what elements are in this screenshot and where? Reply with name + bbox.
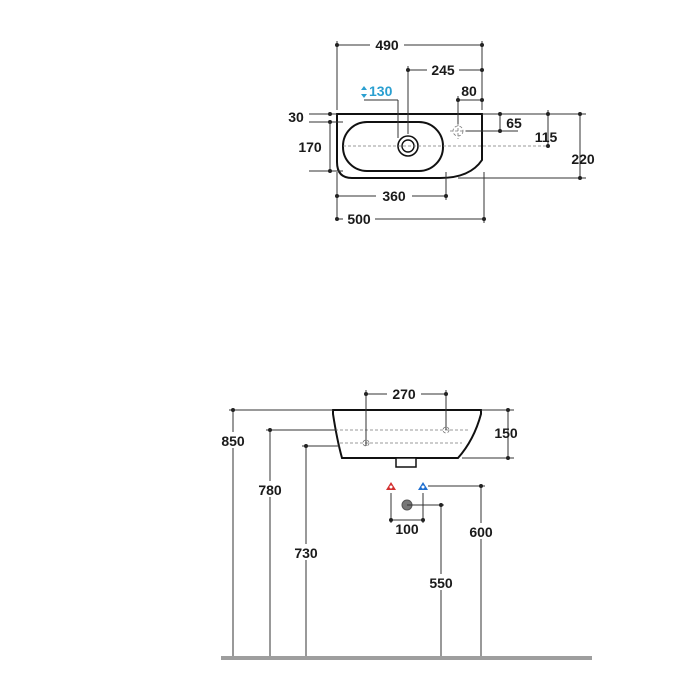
- dim-170: 170: [298, 139, 322, 155]
- dim-150: 150: [494, 425, 518, 441]
- dim-730: 730: [294, 545, 318, 561]
- dim-490: 490: [375, 37, 399, 53]
- dim-270: 270: [392, 386, 416, 402]
- dim-850: 850: [221, 433, 245, 449]
- drain-outlet: [395, 457, 417, 468]
- dim-500: 500: [347, 211, 371, 227]
- dim-360: 360: [382, 188, 406, 204]
- dim-600: 600: [469, 524, 493, 540]
- dim-220: 220: [571, 151, 595, 167]
- dim-80: 80: [461, 83, 477, 99]
- front-view: 270 150 850 780 730: [216, 385, 592, 660]
- floor-line: [221, 656, 592, 660]
- top-view: 490 245 130 80 30 170 65: [288, 36, 595, 227]
- basin-bowl: [342, 121, 444, 172]
- dim-550: 550: [429, 575, 453, 591]
- dim-30: 30: [288, 109, 304, 125]
- dim-115: 115: [535, 129, 558, 145]
- dim-100: 100: [395, 521, 419, 537]
- updown-arrow-icon: [361, 86, 367, 98]
- dim-130: 130: [369, 83, 393, 99]
- basin-front-outline: [332, 409, 482, 459]
- dim-245: 245: [431, 62, 455, 78]
- dim-780: 780: [258, 482, 282, 498]
- dim-65: 65: [506, 115, 522, 131]
